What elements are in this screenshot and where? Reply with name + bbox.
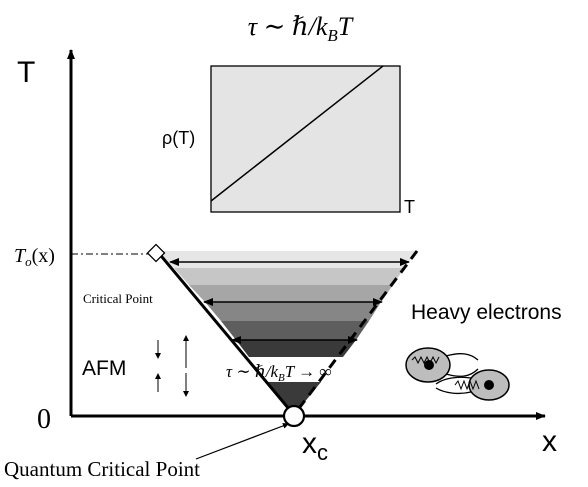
afm-label: AFM: [82, 357, 126, 380]
qcp-pointer: [195, 422, 289, 460]
resistivity-inset: ρ(T) T: [162, 65, 415, 217]
fan-band-6: [236, 340, 356, 357]
fan-tip: [265, 382, 321, 415]
inset-y-label: ρ(T): [162, 128, 195, 148]
To-label: To(x): [14, 245, 55, 269]
quantum-critical-fan: [155, 250, 419, 416]
fan-band-2: [174, 268, 404, 285]
tau-infinity-label: τ ∼ ℏ/kBT → ∞: [226, 362, 332, 384]
heavy-electron-quasiparticle-icon: [405, 347, 510, 401]
xc-label: xc: [302, 427, 328, 465]
heavy-electrons: Heavy electrons: [405, 301, 562, 401]
qcp-label: Quantum Critical Point: [4, 457, 200, 481]
heavy-electrons-label: Heavy electrons: [411, 301, 562, 324]
x-axis-label: x: [542, 425, 557, 458]
fan-left-boundary: [155, 250, 296, 416]
fan-band-4: [205, 302, 381, 321]
fan-band-1: [157, 251, 417, 268]
origin-label: 0: [37, 404, 51, 435]
critical-point-label: Critical Point: [83, 291, 153, 306]
fan-right-boundary: [292, 250, 419, 416]
axes: T x 0: [17, 49, 557, 458]
quantum-critical-point: xc Quantum Critical Point: [4, 404, 328, 481]
onset-temperature: To(x) Critical Point: [14, 243, 166, 306]
y-axis-label: T: [17, 56, 35, 89]
qcp-marker: [282, 404, 306, 428]
fan-band-5: [221, 321, 369, 340]
afm-region: AFM: [82, 335, 189, 397]
inset-x-label: T: [404, 197, 415, 217]
title: τ ∼ ℏ/kBT: [248, 12, 354, 45]
critical-point-marker: [146, 243, 166, 263]
inset-linear-curve: [210, 65, 384, 202]
fan-band-3: [189, 285, 393, 302]
inset-frame: [210, 65, 401, 213]
